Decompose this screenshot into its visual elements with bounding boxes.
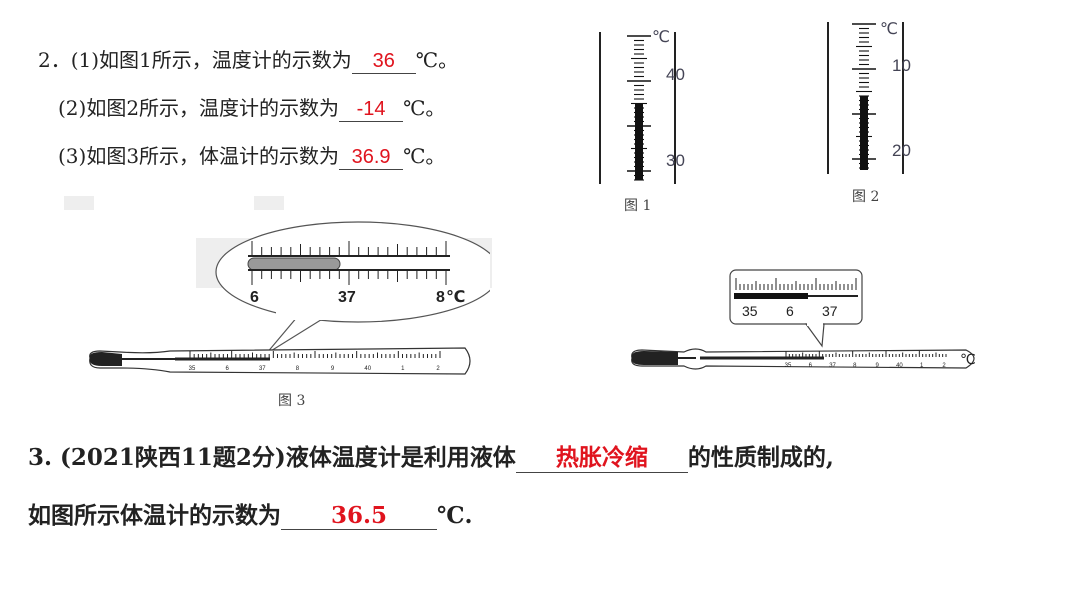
q2-blank-1[interactable]: 36 [351, 48, 416, 74]
bubble-pointer [265, 315, 326, 355]
figure1-caption: 图 1 [624, 198, 652, 214]
q2-line3-unit: ℃。 [403, 144, 446, 168]
scale-label: 8 [296, 366, 300, 372]
q2-answer-2: -14 [356, 98, 386, 120]
q2-blank-2[interactable]: -14 [339, 96, 404, 122]
zoom-mercury [734, 293, 808, 299]
zoom-label-6: 6 [786, 303, 794, 319]
zoom-bubble [215, 221, 490, 323]
scale-label: 9 [331, 366, 335, 372]
scale-label: 1 [920, 363, 924, 369]
scale-label: 6 [809, 363, 813, 369]
q2-blank-3[interactable]: 36.9 [339, 144, 404, 170]
zoom-unit: ℃ [446, 289, 465, 306]
q3-line1-suffix: 的性质制成的, [687, 444, 834, 471]
figure1-thermometer: ℃ 40 30 [599, 29, 685, 184]
scale-label: 37 [259, 366, 266, 372]
unit-label: ℃ [880, 21, 898, 38]
scale-label: 9 [875, 363, 879, 369]
q3-answer-1: 热胀冷缩 [555, 444, 648, 471]
zoom-label-35: 35 [742, 303, 758, 319]
scale-label: 2 [942, 363, 946, 369]
unit-label: ℃ [652, 29, 670, 46]
q3-line2-prefix: 如图所示体温计的示数为 [28, 502, 281, 529]
scale-label: 40 [896, 363, 903, 369]
q3-answer-2: 36.5 [330, 502, 388, 529]
q2-answer-3: 36.9 [351, 146, 391, 168]
scale-label: 1 [401, 366, 405, 372]
q2-line3-prefix: (3)如图3所示，体温计的示数为 [58, 144, 340, 168]
zoom-label-37: 37 [822, 303, 838, 319]
scale-label-top: 10 [892, 56, 911, 75]
scale-label: 35 [189, 366, 196, 372]
scale-label-bottom: 30 [666, 151, 685, 170]
q3-line1-prefix: 3. (2021陕西11题2分)液体温度计是利用液体 [28, 444, 516, 471]
grey-patch [254, 196, 284, 210]
figure2-caption: 图 2 [852, 189, 880, 205]
q2-line2-unit: ℃。 [403, 96, 446, 120]
unit-label: ℃ [960, 351, 976, 367]
liquid-column [860, 96, 868, 170]
q2-line1: 2．(1)如图1所示，温度计的示数为 36 ℃。 [38, 44, 458, 74]
q2-line3: (3)如图3所示，体温计的示数为 36.9 ℃。 [58, 140, 445, 170]
scale-label: 6 [225, 366, 229, 372]
liquid-column [635, 104, 643, 180]
figure3-thermometer: 6 37 8 ℃ 35 6 37 8 9 40 1 2 [89, 221, 490, 375]
figure2-thermometer: ℃ 10 20 [827, 21, 911, 174]
scale-label-bottom: 20 [892, 141, 911, 160]
grey-patch [64, 196, 94, 210]
scale-label: 37 [829, 363, 836, 369]
q3-thermometer: 35 6 37 35 6 37 8 9 40 1 2 ℃ [631, 269, 976, 370]
zoom-label-6: 6 [250, 289, 259, 306]
q3-blank-1[interactable]: 热胀冷缩 [515, 438, 688, 473]
scale-label: 40 [364, 366, 371, 372]
q3-line2-unit: ℃. [437, 502, 473, 529]
q2-line2-prefix: (2)如图2所示，温度计的示数为 [58, 96, 340, 120]
q2-answer-1: 36 [372, 50, 395, 72]
zoom-label-37: 37 [338, 289, 356, 306]
zoom-label-8: 8 [436, 289, 445, 306]
q3-line1: 3. (2021陕西11题2分)液体温度计是利用液体 热胀冷缩 的性质制成的, [28, 438, 834, 473]
q3-blank-2[interactable]: 36.5 [281, 502, 437, 530]
scale-label-top: 40 [666, 65, 685, 84]
q3-line2: 如图所示体温计的示数为 36.5 ℃. [28, 496, 473, 530]
q2-line1-unit: ℃。 [415, 48, 459, 72]
zoom-mercury [247, 257, 341, 271]
figure3-caption: 图 3 [278, 393, 306, 409]
scale-label: 2 [436, 366, 440, 372]
q2-line2: (2)如图2所示，温度计的示数为 -14 ℃。 [58, 92, 445, 122]
scale-label: 35 [785, 363, 792, 369]
q2-line1-prefix: 2．(1)如图1所示，温度计的示数为 [38, 48, 352, 72]
scale-label: 8 [853, 363, 857, 369]
